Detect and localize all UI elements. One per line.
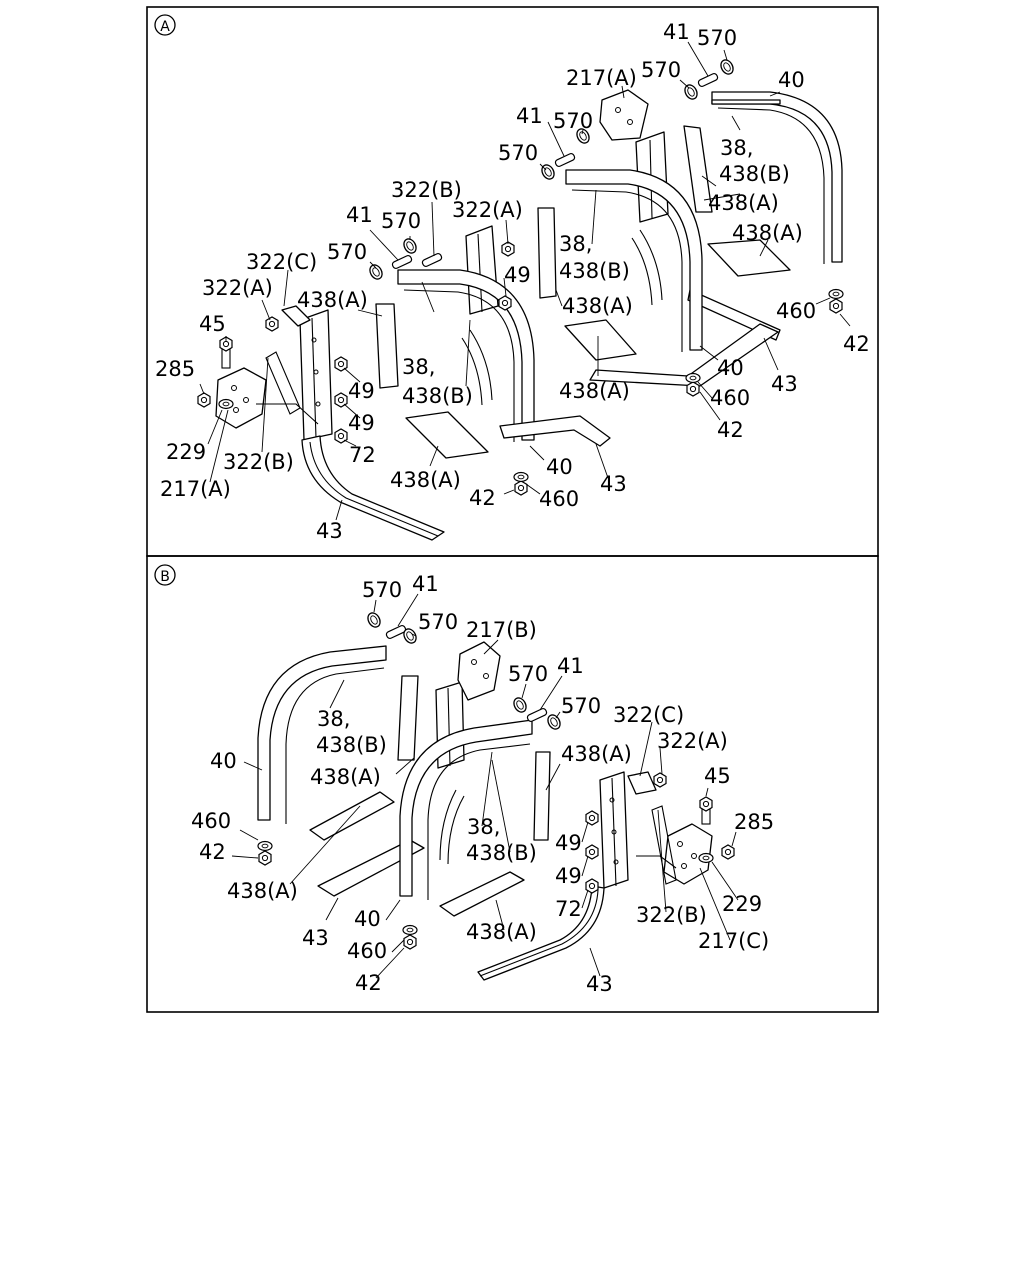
section-b-artwork bbox=[257, 610, 735, 981]
callout-label: 438(A) bbox=[466, 920, 537, 944]
callout-label: 229 bbox=[166, 440, 206, 464]
callout-label: 45 bbox=[704, 764, 731, 788]
callout-label: 40 bbox=[778, 68, 805, 92]
callout-label: 217(B) bbox=[466, 618, 537, 642]
callout-label: 460 bbox=[539, 487, 579, 511]
callout-label: 438(A) bbox=[562, 294, 633, 318]
callout-label: 72 bbox=[555, 897, 582, 921]
callout-label: 570 bbox=[418, 610, 458, 634]
callout-label: 438(A) bbox=[310, 765, 381, 789]
section-a-artwork bbox=[197, 57, 844, 541]
callout-label: 570 bbox=[498, 141, 538, 165]
callout-label: 570 bbox=[508, 662, 548, 686]
callout-label: 43 bbox=[771, 372, 798, 396]
callout-label: 438(B) bbox=[402, 384, 473, 408]
callout-label: 460 bbox=[710, 386, 750, 410]
callout-label: 322(B) bbox=[391, 178, 462, 202]
callout-label: 438(A) bbox=[227, 879, 298, 903]
callout-label: 460 bbox=[191, 809, 231, 833]
callout-label: 40 bbox=[210, 749, 237, 773]
callout-label: 41 bbox=[663, 20, 690, 44]
callout-label: 40 bbox=[546, 455, 573, 479]
callout-label: 38, bbox=[317, 707, 350, 731]
section-a-callouts: 41 570 217(A) 570 40 41 570 570 38, 438(… bbox=[155, 20, 870, 543]
section-b-callouts: 570 41 570 217(B) 570 41 570 322(C) 38, … bbox=[191, 572, 774, 996]
callout-label: 45 bbox=[199, 312, 226, 336]
callout-label: 322(A) bbox=[202, 276, 273, 300]
callout-label: 49 bbox=[348, 411, 375, 435]
callout-label: 43 bbox=[302, 926, 329, 950]
callout-label: 438(A) bbox=[708, 191, 779, 215]
callout-label: 460 bbox=[776, 299, 816, 323]
callout-label: 42 bbox=[843, 332, 870, 356]
callout-label: 322(C) bbox=[246, 250, 317, 274]
callout-label: 438(A) bbox=[732, 221, 803, 245]
callout-label: 43 bbox=[316, 519, 343, 543]
callout-label: 217(A) bbox=[566, 66, 637, 90]
callout-label: 38, bbox=[559, 232, 592, 256]
callout-label: 42 bbox=[469, 486, 496, 510]
callout-label: 41 bbox=[516, 104, 543, 128]
callout-label: 438(B) bbox=[719, 162, 790, 186]
callout-label: 438(A) bbox=[390, 468, 461, 492]
callout-label: 229 bbox=[722, 892, 762, 916]
callout-label: 43 bbox=[586, 972, 613, 996]
callout-label: 438(A) bbox=[297, 288, 368, 312]
callout-label: 285 bbox=[734, 810, 774, 834]
callout-label: 570 bbox=[327, 240, 367, 264]
callout-label: 322(A) bbox=[452, 198, 523, 222]
callout-label: 42 bbox=[199, 840, 226, 864]
callout-label: 570 bbox=[641, 58, 681, 82]
callout-label: 72 bbox=[349, 443, 376, 467]
callout-label: 285 bbox=[155, 357, 195, 381]
callout-label: 570 bbox=[381, 209, 421, 233]
callout-label: 438(A) bbox=[559, 379, 630, 403]
callout-label: 570 bbox=[553, 109, 593, 133]
callout-label: 438(B) bbox=[466, 841, 537, 865]
callout-label: 42 bbox=[355, 971, 382, 995]
callout-label: 38, bbox=[720, 136, 753, 160]
section-b-marker: B bbox=[160, 569, 170, 585]
callout-label: 41 bbox=[557, 654, 584, 678]
section-a-marker: A bbox=[160, 19, 170, 35]
callout-label: 41 bbox=[412, 572, 439, 596]
callout-label: 438(A) bbox=[561, 742, 632, 766]
callout-label: 322(B) bbox=[636, 903, 707, 927]
callout-label: 49 bbox=[348, 379, 375, 403]
callout-label: 570 bbox=[697, 26, 737, 50]
callout-label: 42 bbox=[717, 418, 744, 442]
callout-label: 438(B) bbox=[559, 259, 630, 283]
callout-label: 322(C) bbox=[613, 703, 684, 727]
callout-label: 49 bbox=[555, 864, 582, 888]
callout-label: 40 bbox=[717, 356, 744, 380]
section-b-frame: B bbox=[146, 555, 879, 1013]
callout-label: 438(B) bbox=[316, 733, 387, 757]
callout-label: 217(A) bbox=[160, 477, 231, 501]
callout-label: 38, bbox=[467, 815, 500, 839]
callout-label: 38, bbox=[402, 355, 435, 379]
callout-label: 570 bbox=[362, 578, 402, 602]
callout-label: 217(C) bbox=[698, 929, 769, 953]
callout-label: 40 bbox=[354, 907, 381, 931]
callout-label: 322(A) bbox=[657, 729, 728, 753]
leader-lines bbox=[199, 41, 851, 979]
callout-label: 41 bbox=[346, 203, 373, 227]
callout-label: 49 bbox=[555, 831, 582, 855]
callout-label: 49 bbox=[504, 263, 531, 287]
callout-label: 322(B) bbox=[223, 450, 294, 474]
callout-label: 43 bbox=[600, 472, 627, 496]
callout-label: 460 bbox=[347, 939, 387, 963]
callout-label: 570 bbox=[561, 694, 601, 718]
